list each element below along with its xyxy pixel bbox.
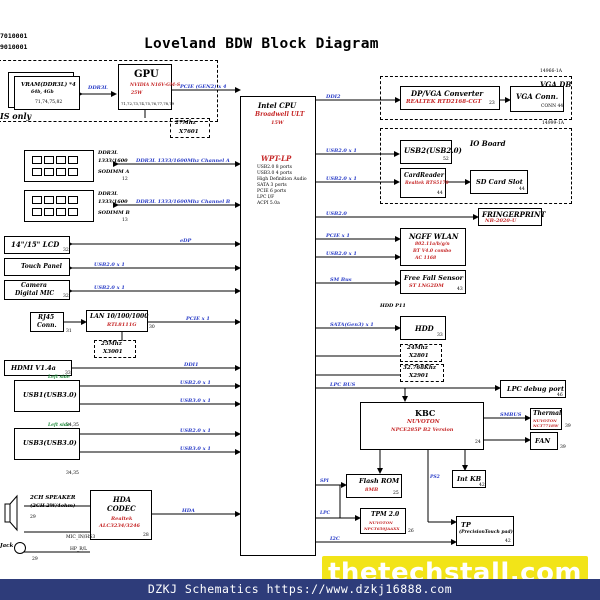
io-board-region: [380, 128, 572, 204]
usb1-side: Left side: [48, 375, 70, 380]
pcie-lan-label: PCIE x 1: [186, 316, 210, 322]
doc-id-2: 9010001: [0, 43, 28, 51]
usb3-port[interactable]: USB3(USB3.0): [14, 428, 80, 460]
footer-bar: [0, 579, 600, 600]
int-kb[interactable]: Int KB 42: [452, 470, 486, 488]
usb1-a-label: USB2.0 x 1: [180, 380, 211, 386]
hdd-label: HDD P11: [380, 303, 406, 309]
edp-label: eDP: [180, 238, 192, 244]
free-fall-sensor[interactable]: Free Fall Sensor ST LNG2DM 43: [400, 270, 466, 294]
dimm-b-name: DDR3L: [98, 191, 118, 197]
jack-label: Jack: [0, 543, 14, 549]
smbus2-label: SMBUS: [500, 412, 522, 418]
speaker-sub: (2CH 2W/4ohm): [30, 503, 76, 509]
cpu-feature: High Definition Audio: [257, 177, 307, 182]
page-title: Loveland BDW Block Diagram: [144, 36, 379, 52]
fan-block[interactable]: FAN: [530, 432, 558, 450]
cpu-feature: SATA 3 ports: [257, 183, 287, 188]
vram-block[interactable]: VRAM(DDR3L) *4 64b, 4Gb 71,74,75,82: [14, 76, 80, 110]
lpc2-label: LPC: [320, 511, 331, 516]
sd-card-slot[interactable]: SD Card Slot 44: [470, 170, 528, 194]
usb-wlan-label: USB2.0 x 1: [326, 251, 357, 257]
mic-label: MIC_IN/HS3: [66, 535, 96, 540]
sata-label: SATA(Gen3) x 1: [330, 322, 374, 328]
board-label: IS only: [0, 111, 32, 121]
footer-text[interactable]: DZKJ Schematics https://www.dzkj16888.co…: [147, 582, 453, 596]
vga-db-label: VGA DB: [540, 80, 572, 89]
touch-panel[interactable]: Touch Panel: [4, 258, 70, 276]
io-board-label: IO Board: [470, 139, 506, 148]
dimm-b-graphic: [24, 190, 94, 222]
ddi2-label: DDI2: [326, 94, 341, 100]
lpc-bus-label: LPC BUS: [330, 382, 356, 388]
cpu-feature: PCIE 6 ports: [257, 189, 287, 194]
dimm-b-slot: SODIMM B: [98, 210, 130, 216]
hdmi-port[interactable]: HDMI V1.4a 33: [4, 360, 72, 376]
dimm-a-name: DDR3L: [98, 150, 118, 156]
usb-touch-label: USB2.0 x 1: [94, 262, 125, 268]
pcie-wlan-label: PCIE x 1: [326, 233, 350, 239]
xtal-gpu: 27Mhz X7601: [170, 118, 210, 138]
ngff-wlan[interactable]: NGFF WLAN 802.11a/b/g/n BT V4.0 combo AC…: [400, 228, 466, 266]
touchpad[interactable]: TP (PrecisionTouch pad) 42: [456, 516, 514, 546]
lan-controller[interactable]: LAN 10/100/1000 RTL8111G 30: [86, 310, 155, 332]
usb-io2-label: USB2.0 x 1: [326, 176, 357, 182]
card-reader[interactable]: CardReader Realtek RTS5170 44: [400, 168, 449, 198]
gpu-block[interactable]: GPU NVIDIA N16V-GM-S 25W 71,72,73,74,75,…: [118, 64, 180, 110]
xtal-24mhz: 24Mhz X2801: [400, 344, 442, 362]
cpu-feature: LPC I/F: [257, 195, 275, 200]
cpu-feature: ACPI 5.0a: [257, 201, 280, 206]
usb-cam-label: USB2.0 x 1: [94, 285, 125, 291]
usb1-b-label: USB3.0 x 1: [180, 398, 211, 404]
speaker-icon: [4, 494, 18, 532]
kbc-block[interactable]: KBC NUVOTON NPCE285P B2 Version 24: [360, 402, 484, 450]
thermal-sensor[interactable]: Thermal NUVOTON NCT7718W: [530, 408, 562, 430]
flash-rom[interactable]: Flash ROM 8MB 25: [346, 474, 402, 498]
hda-codec[interactable]: HDA CODEC Realtek ALC3234/3246 28: [90, 490, 152, 540]
usb1-port[interactable]: USB1(USB3.0): [14, 380, 80, 412]
usb2-io-port[interactable]: USB2(USB2.0) 52: [400, 140, 462, 164]
dp-vga-converter[interactable]: DP/VGA Converter REALTEK RTD2168-CGT 23: [400, 86, 500, 110]
usb-io1-label: USB2.0 x 1: [326, 148, 357, 154]
cpu-block[interactable]: Intel CPU Broadwell ULT 15W WPT-LP USB2.…: [240, 96, 316, 556]
dimm-a-graphic: [24, 150, 94, 182]
camera[interactable]: Camera Digital MIC 32: [4, 280, 70, 300]
fingerprint[interactable]: FRINGERPRINT NB-2020-U: [478, 208, 546, 226]
cpu-feature: USB2.0 8 ports: [257, 165, 292, 170]
lpc-debug-port[interactable]: LPC debug port 46: [500, 380, 566, 398]
i2c-label: I2C: [330, 536, 340, 542]
cpu-feature: USB3.0 4 ports: [257, 171, 292, 176]
ps2-label: PS2: [430, 475, 440, 480]
dimm-a-speed: 1333/1600: [98, 158, 128, 164]
ch-b-label: DDR3L 1333/1600Mhz Channel B: [136, 199, 231, 205]
usb3-b-label: USB3.0 x 1: [180, 446, 211, 452]
speaker-name: 2CH SPEAKER: [30, 495, 76, 501]
xtal-lan: 25Mhz X3001: [94, 340, 136, 358]
jack-icon: [14, 542, 26, 554]
spi-label: SPI: [320, 479, 329, 484]
hp-label: HP_R/L: [70, 547, 88, 552]
usb3-a-label: USB2.0 x 1: [180, 428, 211, 434]
usb3-side: Left side: [48, 423, 70, 428]
hdd-block[interactable]: HDD 33: [400, 316, 446, 340]
usb-fp-label: USB2.0: [326, 211, 347, 217]
lcd-panel[interactable]: 14"/15" LCD 32: [4, 236, 70, 254]
rj45-connector[interactable]: RJ45 Conn.: [30, 312, 64, 332]
gpu-region: [0, 60, 218, 122]
xtal-32khz: 32.768Khz X2901: [400, 364, 444, 382]
hda-label: HDA: [182, 508, 195, 514]
tpm-block[interactable]: TPM 2.0 NUVOTON NPCT650JAAXX: [360, 508, 406, 534]
vga-connector[interactable]: VGA Conn. CONN 44: [510, 86, 564, 112]
ch-a-label: DDR3L 1333/1600Mhz Channel A: [136, 158, 230, 164]
doc-id-1: 7010001: [0, 32, 28, 40]
dimm-a-slot: SODIMM A: [98, 169, 130, 175]
vga-db-region: [380, 76, 572, 120]
smbus-label: SM Bus: [330, 277, 352, 283]
vram-bus-label: DDR3L: [88, 85, 108, 91]
ddi1-label: DDI1: [184, 362, 199, 368]
dimm-b-speed: 1333/1600: [98, 199, 128, 205]
gpu-pcie-label: PCIE (GEN2) x 4: [180, 84, 227, 90]
